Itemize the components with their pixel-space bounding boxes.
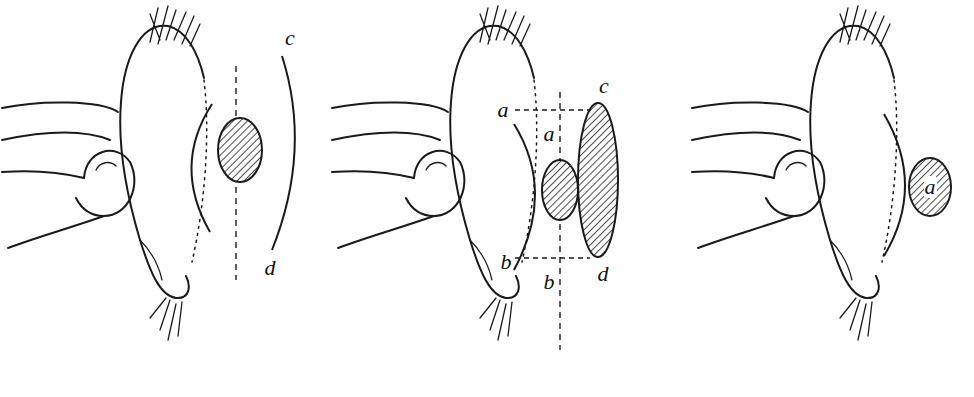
concha-arc: [191, 104, 212, 232]
hatched-oval-large: [578, 103, 618, 257]
letter-label: c: [284, 27, 296, 49]
panel-one-marks: [191, 56, 294, 280]
letter-label: c: [598, 75, 610, 97]
letter-label: d: [264, 257, 277, 279]
dashed-guide: [515, 257, 590, 258]
letter-label: a: [924, 176, 937, 198]
letter-label: a: [497, 99, 510, 121]
concha-arc: [514, 124, 535, 270]
hatched-oval-node: a: [907, 156, 953, 218]
ear-with-hand: [692, 6, 897, 340]
ear-with-hand: [2, 6, 207, 340]
panel-three-marks: [884, 114, 905, 256]
hatched-oval: [542, 160, 578, 220]
hatched-oval: [909, 158, 951, 216]
letter-label: a: [543, 123, 556, 145]
hatched-oval: [218, 118, 262, 182]
concha-arc: [884, 114, 905, 256]
letter-label: b: [500, 251, 513, 273]
panel-two-marks: [514, 92, 618, 350]
arc-cd: [272, 56, 295, 250]
letter-label: d: [597, 263, 610, 285]
letter-label: b: [543, 271, 556, 293]
ear-with-hand: [332, 6, 537, 340]
dashed-guide: [515, 109, 590, 110]
